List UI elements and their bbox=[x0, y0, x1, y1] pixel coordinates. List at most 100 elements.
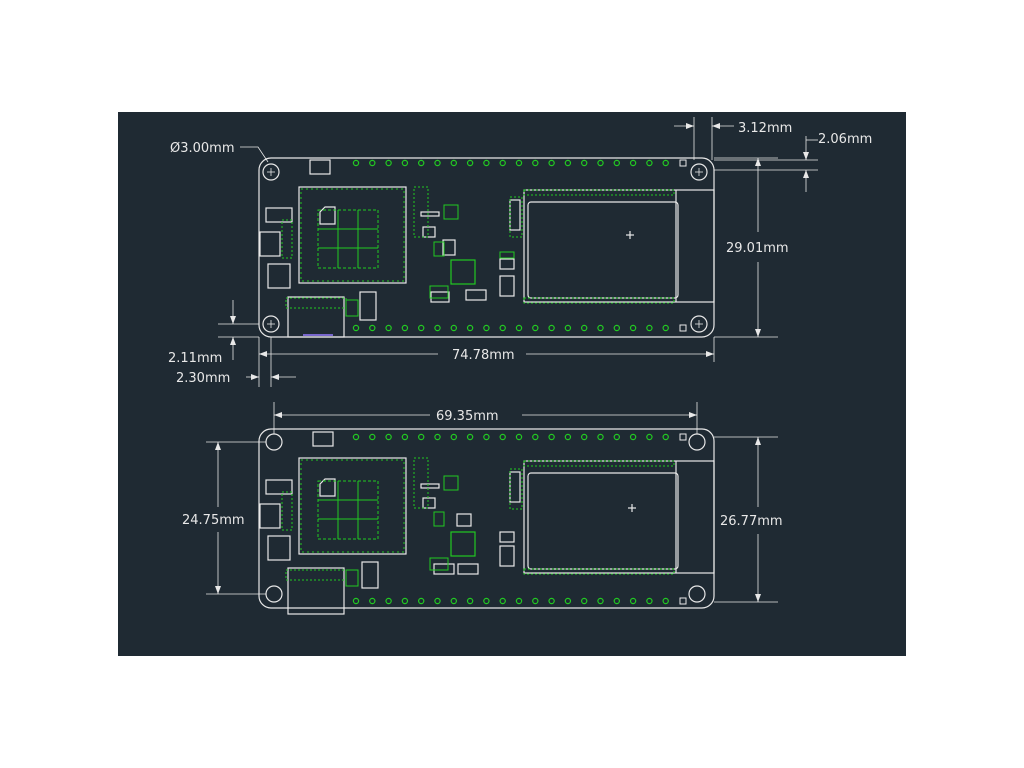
top-header-upper-pad bbox=[434, 159, 441, 167]
top-header-upper-pad bbox=[352, 159, 360, 167]
top-header-lower-pad bbox=[401, 324, 409, 332]
top-header-lower-pad bbox=[499, 324, 506, 332]
top-header-lower-pad bbox=[532, 324, 539, 332]
bottom-small-cap-1 bbox=[420, 483, 440, 489]
top-header-upper-pad bbox=[515, 159, 523, 167]
top-header-upper-pad bbox=[401, 159, 409, 167]
top-small-part-4 bbox=[430, 291, 450, 303]
bottom-hole-spacing-y-label: 24.75mm bbox=[182, 513, 245, 528]
bottom-display-outer bbox=[523, 460, 715, 574]
bottom-reset-button bbox=[265, 479, 293, 495]
top-mounting-hole-tl bbox=[262, 163, 280, 181]
bottom-usb-connector bbox=[287, 567, 345, 615]
bottom-header-upper-pad bbox=[418, 433, 425, 441]
bottom-header-lower-pad bbox=[385, 597, 392, 605]
bottom-header-lower-pad bbox=[418, 597, 425, 605]
top-header-upper-pad bbox=[597, 159, 604, 167]
bottom-header-lower-pad bbox=[450, 597, 457, 605]
bottom-header-upper-pad bbox=[385, 433, 392, 441]
top-small-cap-2 bbox=[422, 226, 436, 238]
mechanical-drawing: Ø3.00mm 3.12mm 2.06mm 29.01mm 74.78mm 2.… bbox=[118, 112, 906, 656]
bottom-header-upper-pin1-pad bbox=[679, 433, 687, 441]
top-module-edge-pads bbox=[300, 188, 405, 282]
top-board-view bbox=[258, 157, 715, 338]
top-header-lower-pad bbox=[418, 324, 425, 332]
top-header-lower-pad bbox=[434, 324, 441, 332]
top-header-lower-pin1-pad bbox=[679, 324, 687, 332]
top-header-upper-pad bbox=[646, 159, 653, 167]
top-header-lower-pad bbox=[662, 324, 669, 332]
bottom-small-cap-2 bbox=[422, 497, 436, 509]
bottom-display-panel bbox=[527, 472, 679, 570]
top-diode bbox=[442, 239, 456, 256]
bottom-led bbox=[499, 531, 515, 543]
bottom-crystal bbox=[267, 535, 291, 561]
top-display-panel bbox=[527, 201, 679, 299]
top-header-upper-pad bbox=[564, 159, 572, 167]
top-header-lower-pad bbox=[646, 324, 653, 332]
top-header-lower-pad bbox=[629, 324, 637, 332]
top-header-lower-pad bbox=[581, 324, 588, 332]
top-width-label: 74.78mm bbox=[452, 348, 515, 363]
top-mounting-hole-tr bbox=[690, 163, 708, 181]
top-hole-offset-x-label: 3.12mm bbox=[738, 121, 792, 136]
bottom-header-upper-pad bbox=[581, 433, 588, 441]
bottom-pad-features bbox=[281, 457, 675, 587]
bottom-header-upper-pad bbox=[352, 433, 360, 441]
top-header-upper-pad bbox=[548, 159, 555, 167]
top-dimension-lines bbox=[218, 117, 818, 387]
top-header-lower-pad bbox=[483, 324, 490, 332]
bottom-mcu-corner-mark bbox=[319, 478, 336, 497]
bottom-small-part-3 bbox=[433, 563, 455, 575]
top-header-lower-pad bbox=[564, 324, 572, 332]
top-header-upper-pad bbox=[450, 159, 457, 167]
top-header-upper-pad bbox=[385, 159, 392, 167]
bottom-mounting-hole-br bbox=[688, 585, 706, 603]
top-header-lower-pad bbox=[385, 324, 392, 332]
bottom-module-pads bbox=[317, 480, 379, 540]
top-antenna-chip bbox=[309, 159, 331, 175]
top-module-pads bbox=[317, 209, 379, 269]
bottom-header-upper-pad bbox=[613, 433, 620, 441]
top-header-lower-pad bbox=[352, 324, 360, 332]
top-header-row-lower bbox=[352, 324, 687, 332]
bottom-usb-chip bbox=[259, 503, 281, 529]
bottom-header-upper-pad bbox=[564, 433, 572, 441]
top-header-upper-pad bbox=[613, 159, 620, 167]
bottom-header-upper-pad bbox=[629, 433, 637, 441]
top-header-upper-pad bbox=[466, 159, 474, 167]
top-header-upper-pad bbox=[662, 159, 669, 167]
top-mounting-hole-bl bbox=[262, 315, 280, 333]
top-usb-connector bbox=[287, 296, 345, 338]
bottom-antenna-chip bbox=[312, 431, 334, 447]
bottom-header-lower-pad bbox=[662, 597, 669, 605]
top-header-lower-pad bbox=[613, 324, 620, 332]
bottom-header-upper-pad bbox=[646, 433, 653, 441]
top-crystal bbox=[267, 263, 291, 289]
bottom-small-part-4 bbox=[457, 563, 479, 575]
bottom-header-upper-pad bbox=[597, 433, 604, 441]
top-header-upper-pad bbox=[629, 159, 637, 167]
bottom-mcu-module bbox=[298, 457, 407, 555]
bottom-header-lower-pad bbox=[532, 597, 539, 605]
bottom-hole-spacing-x-label: 69.35mm bbox=[436, 409, 499, 424]
top-header-upper-pad bbox=[418, 159, 425, 167]
top-header-lower-pad bbox=[450, 324, 457, 332]
bottom-header-lower-pad bbox=[515, 597, 523, 605]
top-regulator bbox=[450, 259, 476, 285]
bottom-header-lower-pad bbox=[369, 597, 376, 605]
top-header-upper-pad bbox=[532, 159, 539, 167]
top-pad-features bbox=[281, 186, 675, 317]
top-header-upper-pin1-pad bbox=[679, 159, 687, 167]
top-mcu-corner-mark bbox=[319, 206, 336, 225]
bottom-header-row-upper bbox=[352, 433, 687, 441]
bottom-header-upper-pad bbox=[483, 433, 490, 441]
bottom-header-lower-pad bbox=[581, 597, 588, 605]
top-small-cap-1 bbox=[420, 211, 440, 217]
bottom-header-lower-pad bbox=[597, 597, 604, 605]
top-height-label: 29.01mm bbox=[726, 241, 789, 256]
bottom-header-upper-pad bbox=[515, 433, 523, 441]
bottom-tactile-switch bbox=[361, 561, 379, 589]
top-left-y-label: 2.11mm bbox=[168, 351, 222, 366]
bottom-header-lower-pad bbox=[352, 597, 360, 605]
